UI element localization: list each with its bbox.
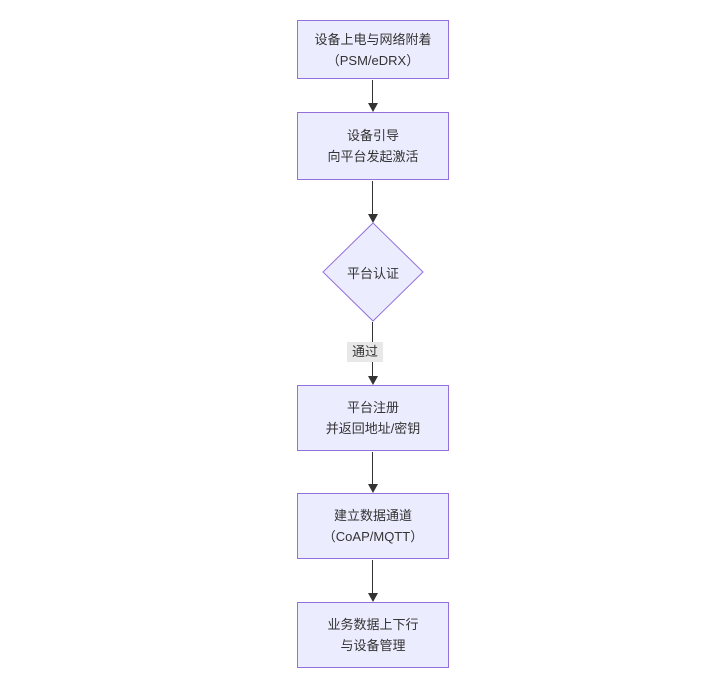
arrow-5-head-icon bbox=[368, 593, 378, 602]
node-service: 业务数据上下行 与设备管理 bbox=[297, 602, 449, 668]
node-power-attach-line1: 设备上电与网络附着 bbox=[314, 31, 432, 47]
node-service-line1: 业务数据上下行 bbox=[327, 617, 419, 632]
node-service-line2: 与设备管理 bbox=[340, 638, 406, 653]
node-auth-diamond-shape bbox=[322, 222, 424, 322]
node-channel-line2: （CoAP/MQTT） bbox=[322, 529, 424, 544]
arrow-3-head-icon bbox=[368, 376, 378, 385]
node-power-attach-line2: （PSM/eDRX） bbox=[326, 52, 420, 68]
arrow-1-line bbox=[372, 80, 373, 103]
arrow-4-head-icon bbox=[368, 484, 378, 493]
node-register: 平台注册 并返回地址/密钥 bbox=[297, 385, 449, 451]
node-register-line1: 平台注册 bbox=[346, 400, 399, 415]
node-bootstrap-line2: 向平台发起激活 bbox=[327, 149, 419, 164]
node-bootstrap-line1: 设备引导 bbox=[346, 128, 399, 143]
arrow-4-line bbox=[372, 452, 373, 484]
node-channel: 建立数据通道 （CoAP/MQTT） bbox=[297, 493, 449, 559]
arrow-2-line bbox=[372, 181, 373, 214]
node-channel-line1: 建立数据通道 bbox=[333, 508, 412, 523]
node-bootstrap: 设备引导 向平台发起激活 bbox=[297, 112, 449, 180]
node-auth-label: 平台认证 bbox=[346, 265, 399, 281]
arrow-2-head-icon bbox=[368, 214, 378, 223]
node-power-attach: 设备上电与网络附着 （PSM/eDRX） bbox=[297, 20, 449, 79]
edge-label-pass: 通过 bbox=[347, 342, 384, 362]
arrow-1-head-icon bbox=[368, 103, 378, 112]
arrow-5-line bbox=[372, 560, 373, 593]
node-register-line2: 并返回地址/密钥 bbox=[325, 421, 421, 436]
